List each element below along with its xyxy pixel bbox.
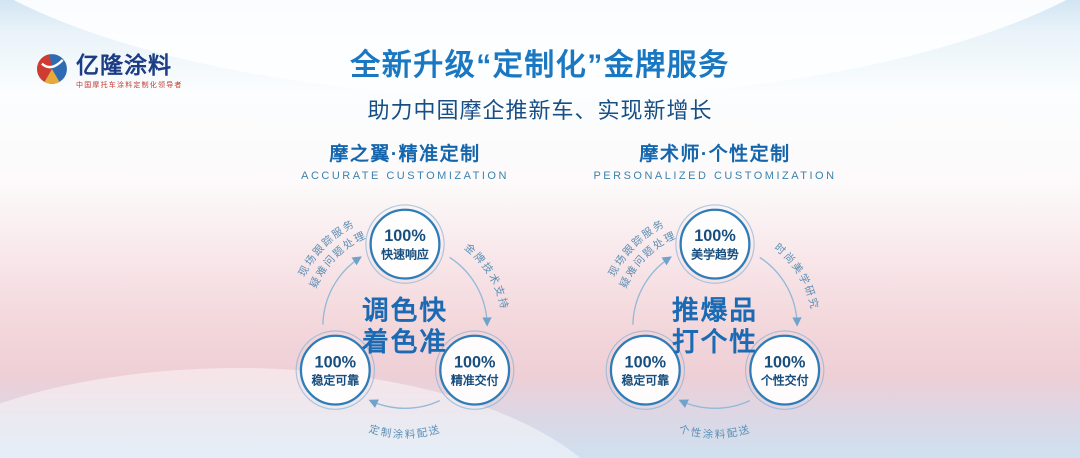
node-value: 100% (454, 353, 495, 371)
brand-logo: 亿隆涂料 中国摩托车涂料定制化领导者 (36, 52, 183, 90)
node-value: 100% (315, 353, 356, 371)
cycle-arrows (632, 256, 802, 409)
node-bottom-right: 100% 精准交付 (434, 330, 515, 410)
diagram-subtitle-en: PERSONALIZED CUSTOMIZATION (593, 170, 837, 182)
center-text-line1: 调色快 (362, 295, 448, 326)
cycle-diagram: 时尚美学研究 现场跟踪服务 疑难问题处理 个性涂料配送 100% 美学趋势 10… (605, 204, 825, 441)
node-value: 100% (694, 227, 735, 245)
node-value: 100% (625, 353, 666, 371)
node-label: 美学趋势 (691, 247, 739, 261)
diagram-subtitle-en: ACCURATE CUSTOMIZATION (301, 170, 509, 182)
node-label: 快速响应 (380, 247, 429, 261)
diagram-personalized-customization: 摩术师·个性定制 PERSONALIZED CUSTOMIZATION (565, 139, 865, 455)
diagrams-row: 摩之翼·精准定制 ACCURATE CUSTOMIZATION (20, 139, 1080, 455)
brand-logo-icon (37, 54, 67, 84)
node-label: 稳定可靠 (311, 373, 359, 387)
cycle-diagram: 金牌技术支持 现场跟踪服务 疑难问题处理 定制涂料配送 100% 快速响应 10… (295, 204, 515, 441)
headline-block: 全新升级“定制化”金牌服务 助力中国摩企推新车、实现新增长 (0, 40, 1080, 125)
center-text-line2: 打个性 (672, 327, 758, 357)
diagram-title: 摩术师·个性定制 (639, 144, 791, 165)
center-text-line1: 推爆品 (672, 296, 758, 326)
arc-label-right: 金牌技术支持 (462, 241, 511, 312)
brand-name: 亿隆涂料 (76, 52, 172, 78)
node-top: 100% 美学趋势 (675, 204, 755, 284)
node-bottom-left: 100% 稳定可靠 (295, 330, 376, 410)
arc-label-bottom: 个性涂料配送 (677, 422, 752, 441)
node-top: 100% 快速响应 (365, 204, 445, 284)
page-subtitle: 助力中国摩企推新车、实现新增长 (367, 98, 713, 123)
page-title: 全新升级“定制化”金牌服务 (350, 49, 730, 82)
node-value: 100% (384, 227, 425, 245)
node-label: 稳定可靠 (621, 373, 669, 387)
node-value: 100% (764, 353, 805, 371)
brand-text-block: 亿隆涂料 中国摩托车涂料定制化领导者 (76, 52, 183, 90)
cycle-arrows (322, 256, 492, 409)
poster-content: 亿隆涂料 中国摩托车涂料定制化领导者 全新升级“定制化”金牌服务 助力中国摩企推… (0, 40, 1080, 458)
node-label: 个性交付 (760, 373, 809, 387)
center-text-line2: 着色准 (361, 326, 448, 357)
diagram-accurate-customization: 摩之翼·精准定制 ACCURATE CUSTOMIZATION (255, 139, 555, 455)
node-bottom-right: 100% 个性交付 (744, 330, 825, 410)
node-label: 精准交付 (451, 373, 499, 387)
arc-label-bottom: 定制涂料配送 (367, 422, 442, 441)
brand-tagline: 中国摩托车涂料定制化领导者 (76, 82, 183, 90)
node-bottom-left: 100% 稳定可靠 (605, 330, 686, 410)
arc-label-right: 时尚美学研究 (772, 241, 821, 311)
diagram-title: 摩之翼·精准定制 (329, 144, 481, 165)
